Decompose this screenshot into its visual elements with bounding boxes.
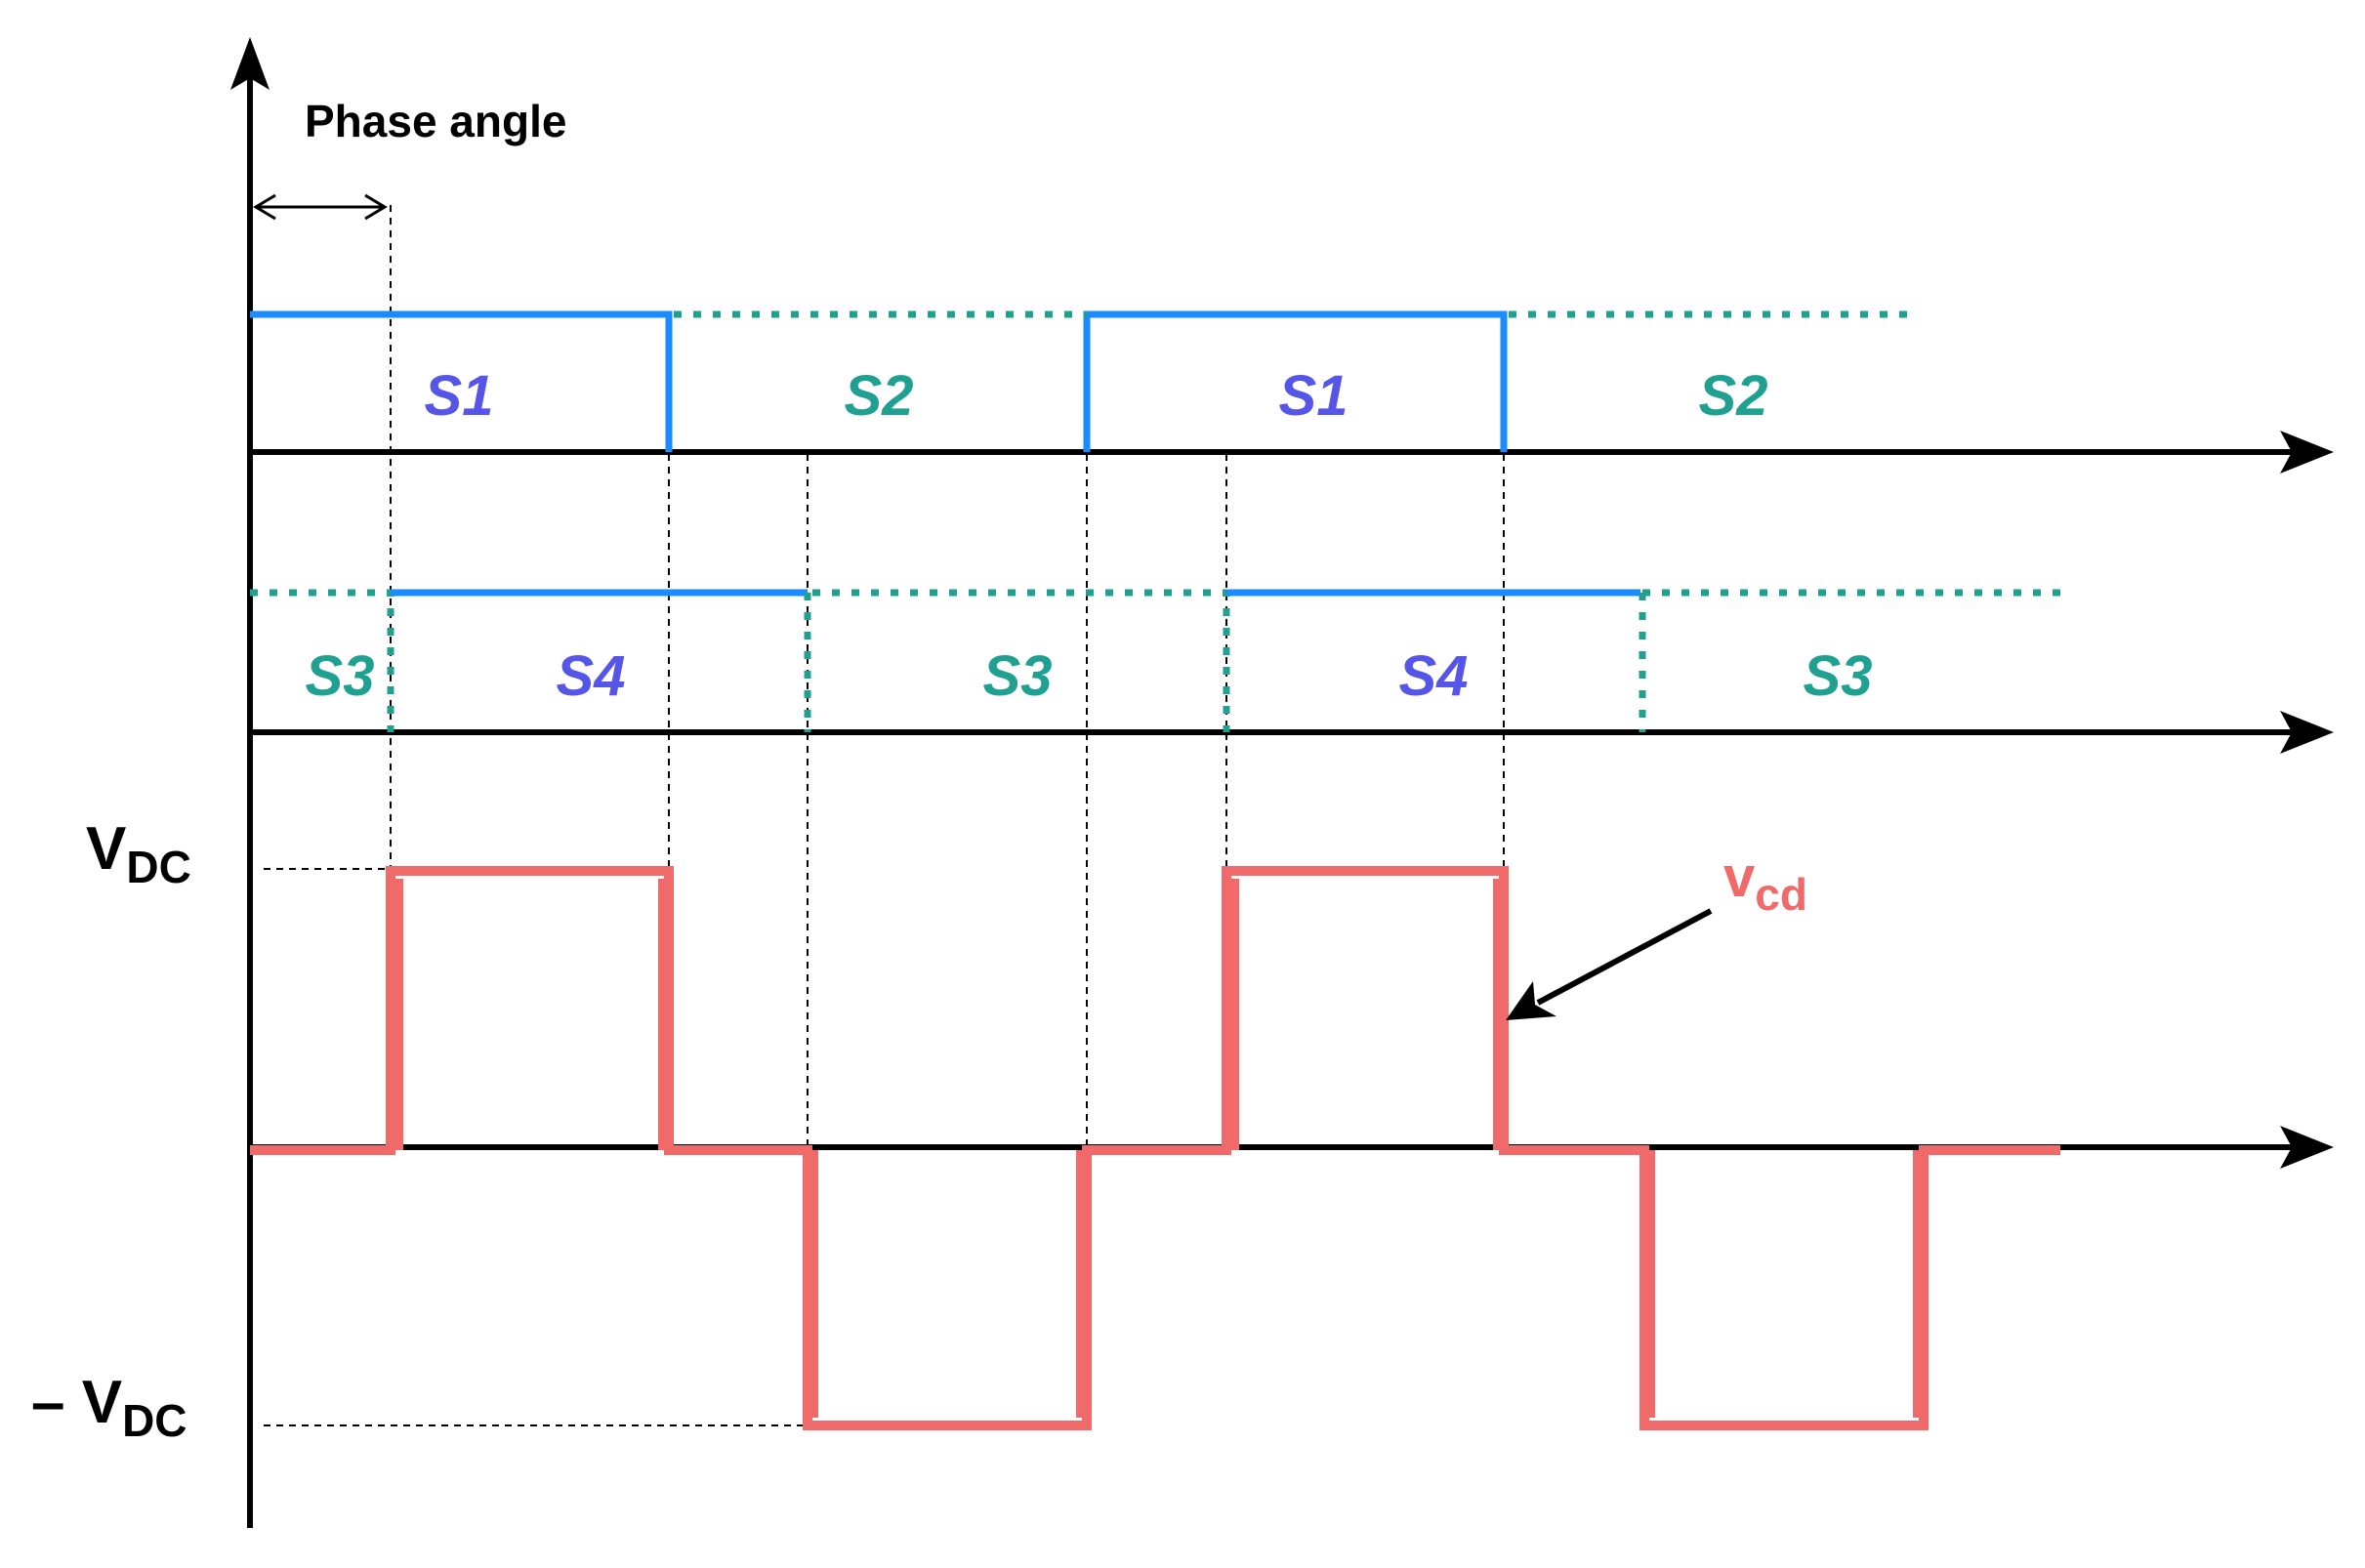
s1-on-signal [1083,310,1508,452]
phase-angle-label: Phase angle [305,96,566,146]
vcd-trace [250,866,2060,1430]
vcd-waveform [250,866,2060,1430]
vcd-trace-inner-edge [394,879,1923,1418]
leg1-axis-arrowhead [2280,431,2334,474]
vcd-main: v [1723,846,1755,909]
s3-off-signal [1639,589,2060,732]
vdc-level-label: VDC [86,815,191,892]
vcd-label: vcd [1723,846,1807,920]
vdc-label: VDC [86,815,191,892]
vertical-axis-arrowhead [230,37,270,90]
neg-vdc-prefix: – [31,1369,82,1436]
leg2-time-axis [250,711,2334,754]
vertical-axis [230,37,270,1528]
leg2-label: S3 [983,644,1053,708]
neg-vdc-main: V [82,1369,122,1436]
phase-arrow-right-head [364,193,388,221]
neg-vdc-level-label: – VDC [31,1369,187,1446]
leg1-switching-signal [250,310,1914,452]
s1-on-signal [250,310,673,452]
leg2-label: S4 [557,644,626,708]
leg2-switching-signal [250,589,2060,732]
vcd-pointer-arrow [1536,908,1713,1006]
vcd-pointer-arrowhead [1506,981,1556,1020]
leg1-label: S2 [1699,364,1768,428]
neg-vdc-label: – VDC [31,1369,187,1446]
vdc-main: V [86,815,126,883]
leg1-label: S1 [1279,364,1348,428]
neg-vdc-subscript: DC [122,1395,187,1446]
output-axis-arrowhead [2280,1126,2334,1169]
leg2-labels: S3 S4 S3 S4 S3 [306,644,1873,708]
leg2-label: S3 [306,644,375,708]
phase-angle-marker: Phase angle [253,96,566,221]
leg1-time-axis [250,431,2334,474]
leg1-labels: S1 S2 S1 S2 [425,364,1768,428]
timing-guides [264,205,1505,1426]
leg2-axis-arrowhead [2280,711,2334,754]
leg1-label: S1 [425,364,494,428]
leg1-label: S2 [845,364,914,428]
vcd-callout: vcd [1506,846,1807,1020]
phase-arrow-left-head [253,193,276,221]
leg2-label: S3 [1804,644,1873,708]
leg2-label: S4 [1399,644,1469,708]
vdc-subscript: DC [126,842,190,892]
vcd-subscript: cd [1755,869,1807,920]
